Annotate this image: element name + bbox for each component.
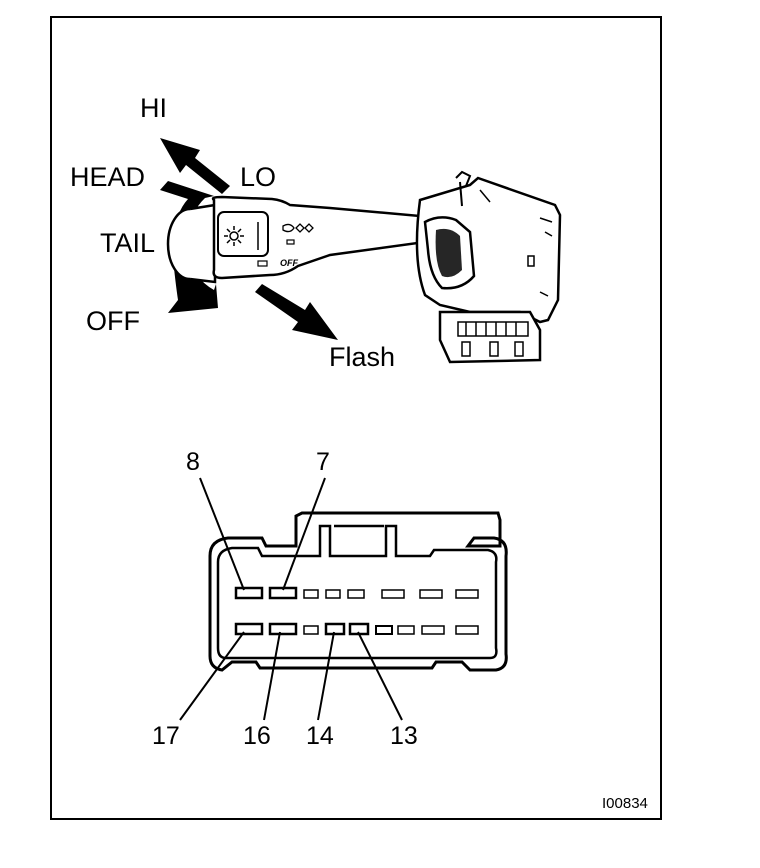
hi-arrow [160,138,230,194]
label-hi: HI [140,93,167,123]
connector-pins-top-row [234,586,479,600]
switch-body [415,170,562,364]
label-flash: Flash [329,342,395,372]
flash-arrow [255,284,338,340]
connector-pins-bottom-row [234,622,479,636]
label-off: OFF [86,306,140,336]
label-tail: TAIL [100,228,155,258]
pin-label-7: 7 [316,448,330,476]
pin-label-8: 8 [186,448,200,476]
pin-leader-lines [179,477,403,721]
label-lo: LO [240,162,276,192]
figure-code: I00834 [602,795,648,812]
pin-label-13: 13 [390,722,418,750]
label-head: HEAD [70,162,145,192]
switch-stalk: OFF [211,195,427,280]
stalk-off-marking: OFF [280,258,298,268]
pin-label-14: 14 [306,722,334,750]
diagram-frame [50,16,662,820]
pin-label-16: 16 [243,722,271,750]
switch-knob [166,203,217,284]
pin-label-17: 17 [152,722,180,750]
